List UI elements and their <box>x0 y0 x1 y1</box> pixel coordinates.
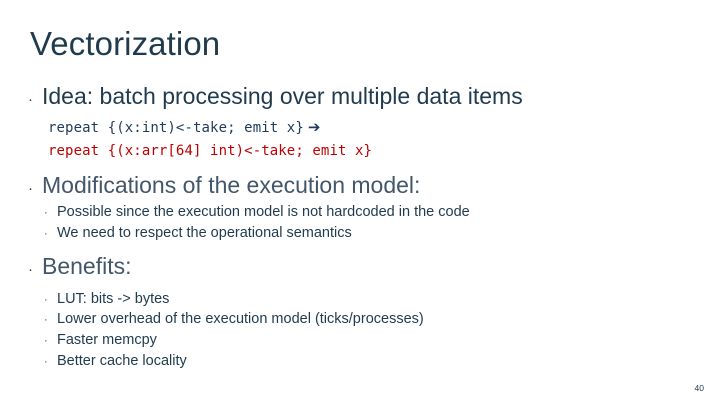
list-item-label: LUT: bits -> bytes <box>57 290 170 307</box>
sub-bullet-marker-icon: · <box>44 293 48 306</box>
transform-arrow-icon: ➔ <box>307 118 321 137</box>
bullet-idea: · Idea: batch processing over multiple d… <box>0 82 720 111</box>
page-title: Vectorization <box>30 25 221 62</box>
list-item-label: Better cache locality <box>57 352 187 369</box>
code-line-original: repeat {(x:int)<-take; emit x}➔ <box>48 115 720 140</box>
slide-body: · Idea: batch processing over multiple d… <box>0 82 720 371</box>
bullet-idea-label: Idea: batch processing over multiple dat… <box>42 83 523 109</box>
bullet-marker-icon: · <box>28 179 33 197</box>
list-item: · LUT: bits -> bytes <box>0 289 720 310</box>
list-item: · We need to respect the operational sem… <box>0 223 720 244</box>
page-number: 40 <box>694 383 704 393</box>
sub-bullet-marker-icon: · <box>44 314 48 327</box>
spacer <box>0 243 720 252</box>
list-item-label: Faster memcpy <box>57 331 157 348</box>
list-item: · Lower overhead of the execution model … <box>0 309 720 330</box>
bullet-marker-icon: · <box>28 261 33 279</box>
bullet-benefits: · Benefits: <box>0 252 720 281</box>
sub-bullet-marker-icon: · <box>44 334 48 347</box>
code-line-original-text: repeat {(x:int)<-take; emit x} <box>48 120 304 137</box>
code-line-vectorized: repeat {(x:arr[64] int)<-take; emit x} <box>48 143 373 160</box>
bullet-marker-icon: · <box>28 91 33 108</box>
sub-bullet-marker-icon: · <box>44 207 48 220</box>
sub-bullet-marker-icon: · <box>44 227 48 240</box>
list-item: · Better cache locality <box>0 351 720 372</box>
sub-bullet-marker-icon: · <box>44 355 48 368</box>
list-item-label: Lower overhead of the execution model (t… <box>57 311 424 328</box>
list-item-label: Possible since the execution model is no… <box>57 204 470 221</box>
list-item: · Possible since the execution model is … <box>0 202 720 223</box>
list-item: · Faster memcpy <box>0 330 720 351</box>
code-block: repeat {(x:int)<-take; emit x}➔ repeat {… <box>0 115 720 162</box>
bullet-benefits-label: Benefits: <box>42 253 132 280</box>
bullet-modifications-label: Modifications of the execution model: <box>42 171 421 198</box>
list-item-label: We need to respect the operational seman… <box>57 224 352 241</box>
bullet-modifications: · Modifications of the execution model: <box>0 171 720 200</box>
